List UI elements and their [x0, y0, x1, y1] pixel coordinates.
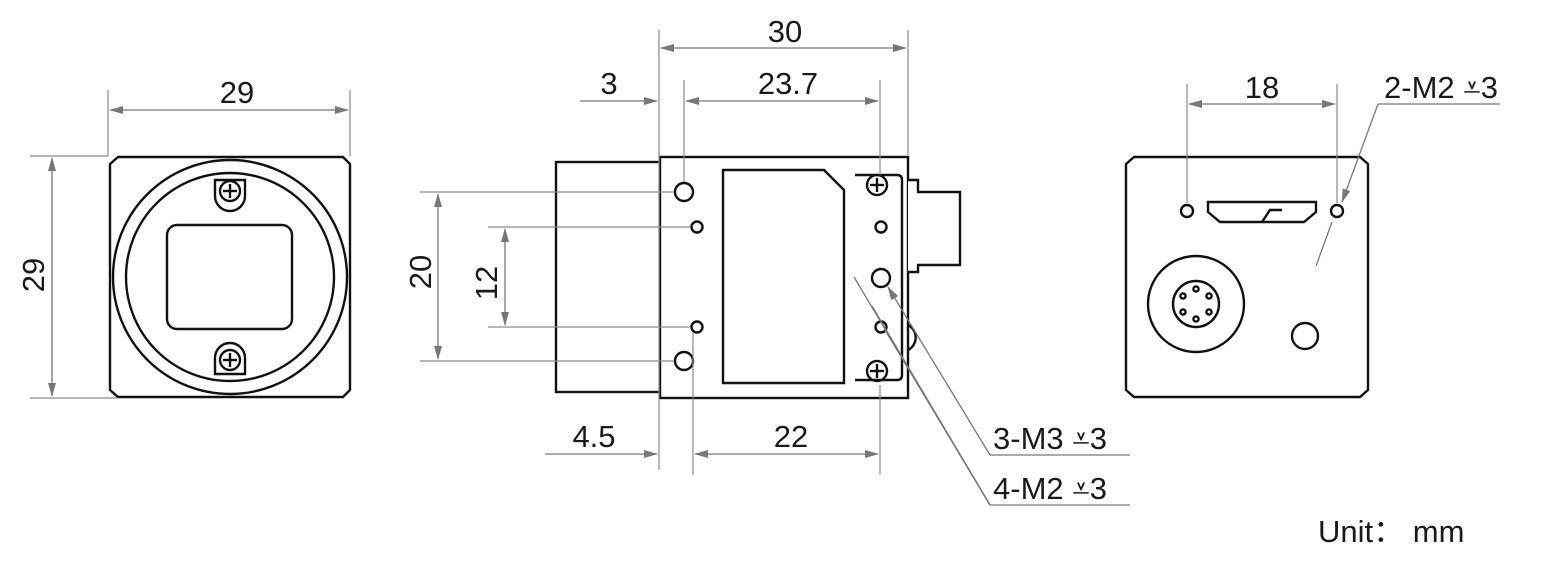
- side-outer-hole-spacing-label: 20: [403, 255, 438, 289]
- outer-mount-hole-top: [673, 181, 695, 203]
- inner-mount-hole-bottom: [690, 320, 704, 334]
- side-front-offset-label: 4.5: [572, 419, 615, 454]
- side-total-length-label: 30: [768, 14, 802, 49]
- inner-mount-hole-top: [690, 220, 704, 234]
- lens-mount-inner-ring: [124, 171, 336, 383]
- front-width-label: 29: [220, 75, 254, 110]
- status-led: [1290, 321, 1320, 351]
- label-area: [721, 168, 846, 385]
- side-view: 30 3 23.7 20 12 4.5 22 3-M3 ⩡3 4-M2 ⩡3: [403, 14, 1130, 506]
- lens-mount-barrel: [554, 160, 662, 394]
- back-view: 18 2-M2 ⩡3: [1124, 70, 1500, 399]
- io-connector-outer: [1146, 254, 1246, 354]
- rear-m2-hole-top: [874, 220, 888, 234]
- side-inner-hole-spacing-label: 12: [469, 266, 504, 300]
- front-view: 29 29: [16, 75, 352, 399]
- back-body-outline: [1124, 155, 1370, 399]
- rear-connector: [908, 178, 962, 274]
- rear-screw-bottom-icon: [865, 359, 889, 383]
- io-connector-inner: [1171, 279, 1221, 329]
- side-flange-offset-label: 3: [600, 66, 617, 101]
- rear-m3-hole-middle: [870, 267, 892, 289]
- unit-label: Unit： mm: [1318, 514, 1464, 549]
- back-hole-spacing-label: 18: [1245, 70, 1279, 105]
- lens-mount-outer-ring: [111, 158, 349, 396]
- rear-screw-top-icon: [865, 173, 889, 197]
- bottom-screw-icon: [213, 341, 247, 376]
- back-m2-hole-right: [1329, 203, 1345, 219]
- back-m2-callout: 2-M2 ⩡3: [1384, 70, 1498, 105]
- side-body-outline: [658, 155, 910, 400]
- back-m2-hole-left: [1179, 203, 1195, 219]
- data-connector-port: [1206, 200, 1318, 224]
- side-m2-callout: 4-M2 ⩡3: [993, 471, 1107, 506]
- side-inner-hole-span-label: 22: [774, 419, 808, 454]
- io-connector-pins: [1179, 285, 1213, 323]
- side-m3-callout: 3-M3 ⩡3: [993, 421, 1107, 456]
- rear-plate-recess: [855, 173, 904, 382]
- rear-button-bump: [907, 323, 917, 352]
- top-screw-icon: [213, 178, 247, 213]
- port-key: [1261, 208, 1282, 223]
- side-hole-span-label: 23.7: [758, 66, 818, 101]
- front-height-label: 29: [16, 258, 51, 292]
- sensor-window: [165, 223, 294, 331]
